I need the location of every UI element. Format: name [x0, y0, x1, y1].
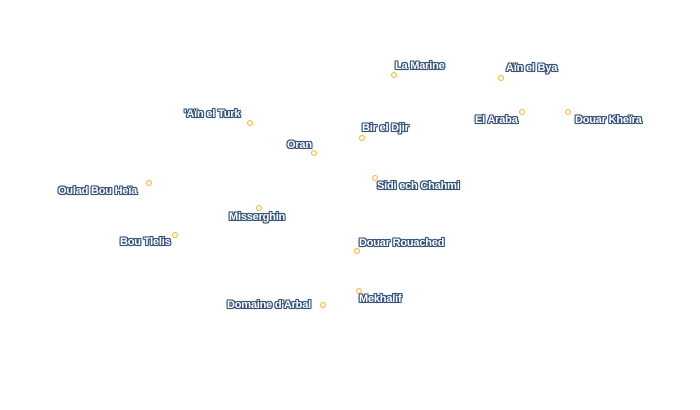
place-label: Douar Kheïra [575, 114, 642, 126]
place-dot-icon [356, 288, 362, 294]
place-dot-icon [311, 150, 317, 156]
place-label: El Araba [475, 114, 518, 126]
place-label: La Marine [395, 60, 445, 72]
place-dot-icon [359, 135, 365, 141]
place-dot-icon [565, 109, 571, 115]
place-dot-icon [256, 205, 262, 211]
place-label: Bir el Djir [362, 122, 409, 134]
place-label: Oulad Bou Heïa [58, 185, 138, 197]
place-label: Oran [287, 139, 312, 151]
place-dot-icon [391, 72, 397, 78]
place-dot-icon [146, 180, 152, 186]
place-dot-icon [172, 232, 178, 238]
place-label: Misserghin [229, 211, 286, 223]
place-dot-icon [372, 175, 378, 181]
place-dot-icon [498, 75, 504, 81]
place-dot-icon [354, 248, 360, 254]
place-dot-icon [519, 109, 525, 115]
place-label: Sidi ech Chahmi [377, 180, 460, 192]
place-dot-icon [320, 302, 326, 308]
place-label: Douar Rouached [359, 237, 445, 249]
place-label: Domaine d'Arbal [227, 299, 311, 311]
place-label: Bou Tlelis [120, 236, 171, 248]
place-dot-icon [247, 120, 253, 126]
place-label: 'Aïn el Turk [184, 108, 241, 120]
place-label: Mekhalif [359, 293, 402, 305]
place-label: Aïn el Bya [506, 62, 558, 74]
